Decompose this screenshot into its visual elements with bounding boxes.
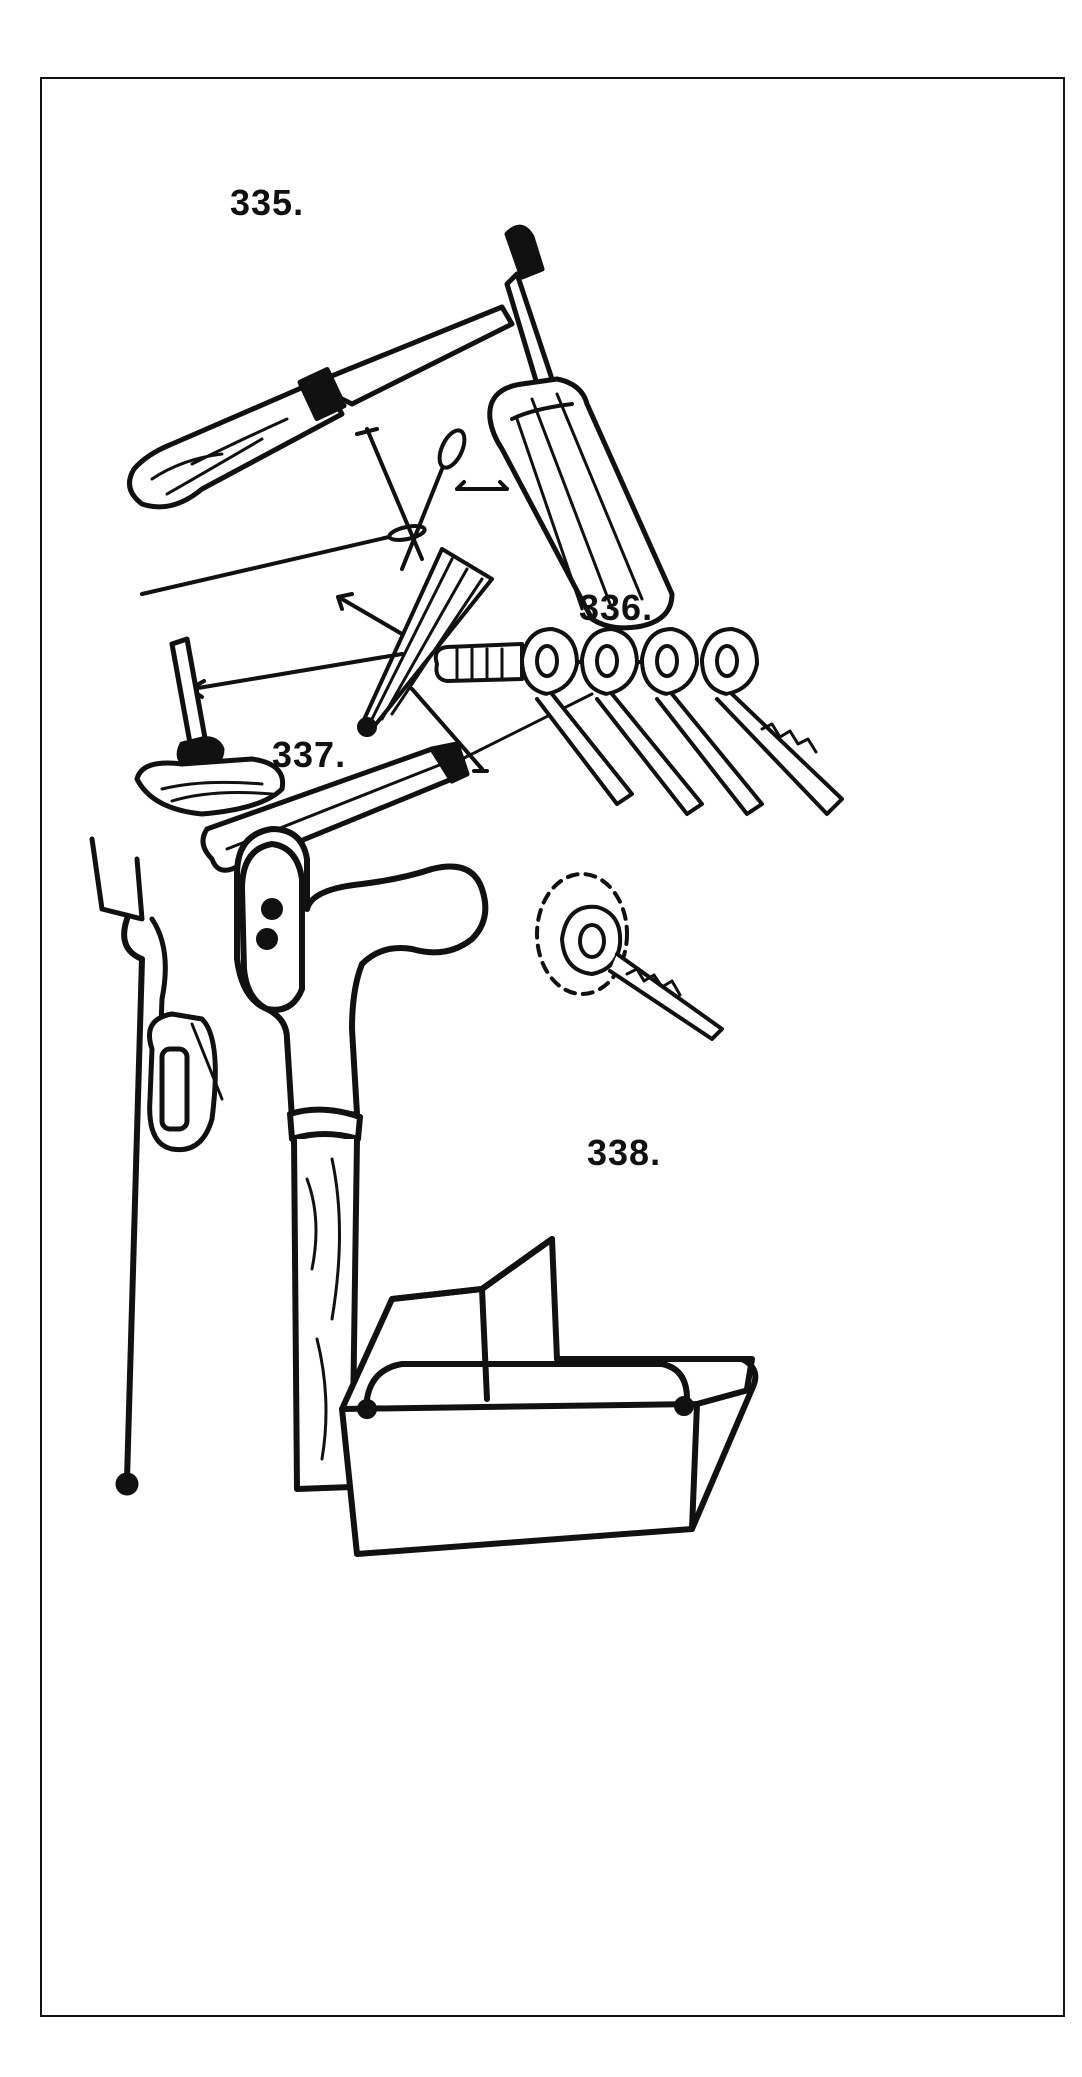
walking-cane-illustration (62, 799, 522, 1499)
pick-bundle (357, 428, 494, 737)
wood-file-tool (127, 304, 515, 510)
cane-handle (234, 826, 489, 1492)
figure-number-336: 336. (579, 587, 654, 628)
key-stack (520, 627, 844, 816)
figure-number-338: 338. (587, 1132, 662, 1173)
brush-tool (134, 636, 286, 817)
box-drawing (339, 1236, 759, 1557)
needle-tool (140, 524, 427, 596)
screwdriver-tool (487, 224, 675, 631)
figure-number-337: 337. (272, 734, 347, 775)
figure-number-335: 335. (230, 182, 305, 223)
hanging-cane-with-bag (89, 836, 224, 1496)
box-with-lid-illustration (332, 1219, 792, 1609)
single-key (535, 872, 724, 1041)
keys-on-screw-illustration (432, 599, 1032, 1059)
illustration-frame: 335. (40, 77, 1065, 2017)
